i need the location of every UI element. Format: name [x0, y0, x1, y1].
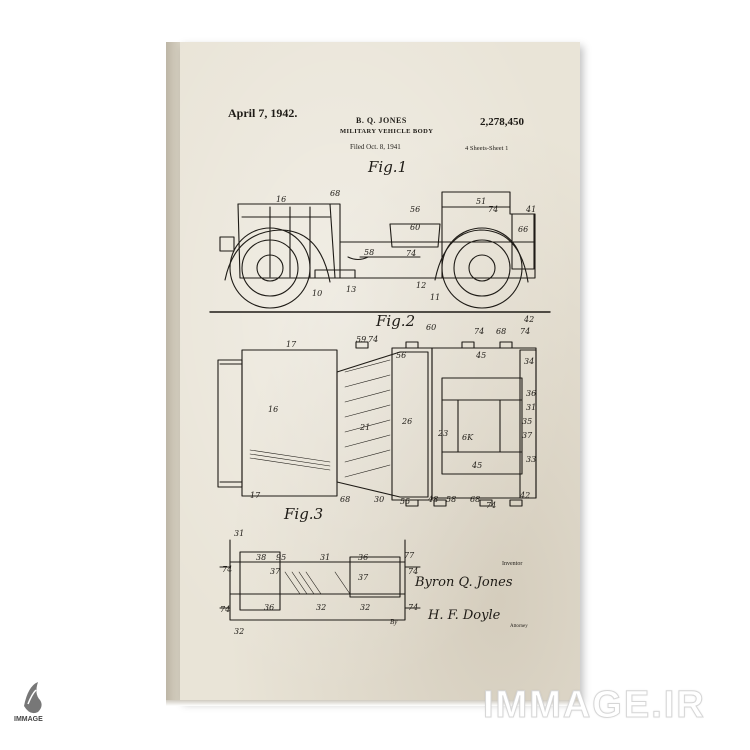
by-label: By [390, 618, 398, 626]
svg-text:58: 58 [364, 248, 374, 257]
figure-2-label: Fig.2 [376, 312, 416, 330]
svg-text:59: 59 [356, 335, 366, 344]
patent-title: MILITARY VEHICLE BODY [340, 128, 434, 135]
svg-text:31: 31 [320, 553, 330, 562]
canvas-side-edge [166, 42, 180, 700]
svg-text:17: 17 [286, 340, 297, 349]
svg-text:37: 37 [358, 573, 369, 582]
watermark-text: IMMAGE.IR [483, 684, 706, 727]
svg-text:74: 74 [220, 605, 230, 614]
svg-text:42: 42 [523, 315, 534, 324]
svg-text:26: 26 [401, 417, 412, 426]
figure-1-label: Fig.1 [368, 158, 408, 176]
svg-text:51: 51 [476, 197, 486, 206]
attorney-signature: H. F. Doyle [428, 608, 501, 623]
svg-text:68: 68 [340, 495, 350, 504]
svg-text:12: 12 [416, 281, 426, 290]
svg-text:74: 74 [222, 565, 232, 574]
attorney-label: Attorney [510, 624, 528, 629]
svg-text:58: 58 [446, 495, 456, 504]
svg-text:31: 31 [234, 529, 244, 538]
svg-text:31: 31 [526, 403, 536, 412]
svg-text:60: 60 [410, 223, 420, 232]
svg-text:56: 56 [396, 351, 406, 360]
inventor-label: Inventor [502, 561, 523, 567]
svg-text:37: 37 [270, 567, 281, 576]
svg-text:36: 36 [358, 553, 368, 562]
inventor-signature: Byron Q. Jones [415, 575, 513, 590]
svg-text:45: 45 [471, 461, 482, 470]
svg-text:66: 66 [518, 225, 528, 234]
svg-text:30: 30 [374, 495, 384, 504]
svg-text:74: 74 [406, 249, 416, 258]
svg-text:45: 45 [475, 351, 486, 360]
svg-text:48: 48 [427, 495, 438, 504]
svg-text:77: 77 [404, 551, 415, 560]
figure-3-label: Fig.3 [284, 505, 324, 523]
svg-text:42: 42 [519, 491, 530, 500]
svg-text:68: 68 [496, 327, 506, 336]
svg-text:36: 36 [264, 603, 274, 612]
svg-text:41: 41 [525, 205, 536, 214]
figure-1-side-view [209, 191, 551, 313]
svg-text:55: 55 [400, 497, 410, 506]
canvas-shadow [166, 700, 580, 706]
svg-text:37: 37 [522, 431, 533, 440]
svg-text:6K: 6K [462, 433, 474, 442]
svg-text:16: 16 [268, 405, 278, 414]
svg-text:74: 74 [408, 567, 418, 576]
canvas-print: April 7, 1942. B. Q. JONES 2,278,450 MIL… [180, 42, 580, 700]
svg-text:11: 11 [430, 293, 440, 302]
svg-text:74: 74 [488, 205, 498, 214]
svg-text:74: 74 [520, 327, 530, 336]
watermark-logo-icon [24, 682, 42, 714]
svg-text:32: 32 [316, 603, 326, 612]
svg-text:35: 35 [522, 417, 532, 426]
svg-text:32: 32 [360, 603, 370, 612]
svg-text:74: 74 [408, 603, 418, 612]
svg-text:23: 23 [437, 429, 448, 438]
svg-text:56: 56 [410, 205, 420, 214]
svg-text:74: 74 [474, 327, 484, 336]
svg-text:95: 95 [276, 553, 286, 562]
svg-text:17: 17 [250, 491, 261, 500]
watermark-logo-text: IMMAGE [14, 716, 43, 723]
patent-inventor-header: B. Q. JONES [356, 116, 407, 125]
svg-text:74: 74 [486, 501, 496, 510]
patent-filed-date: Filed Oct. 8, 1941 [350, 143, 401, 151]
svg-text:21: 21 [359, 423, 370, 432]
patent-number: 2,278,450 [480, 116, 524, 128]
svg-text:33: 33 [526, 455, 536, 464]
svg-text:36: 36 [526, 389, 536, 398]
svg-text:60: 60 [426, 323, 436, 332]
svg-text:32: 32 [234, 627, 244, 636]
svg-text:10: 10 [312, 289, 322, 298]
patent-date: April 7, 1942. [228, 106, 298, 120]
svg-text:68: 68 [330, 189, 340, 198]
figure-3-section [219, 539, 421, 621]
svg-text:13: 13 [346, 285, 356, 294]
svg-text:34: 34 [524, 357, 534, 366]
svg-text:16: 16 [276, 195, 286, 204]
figure-2-top-view [217, 341, 537, 507]
patent-sheets: 4 Sheets-Sheet 1 [465, 145, 509, 152]
svg-text:38: 38 [256, 553, 266, 562]
svg-text:74: 74 [368, 335, 378, 344]
svg-text:68: 68 [470, 495, 480, 504]
